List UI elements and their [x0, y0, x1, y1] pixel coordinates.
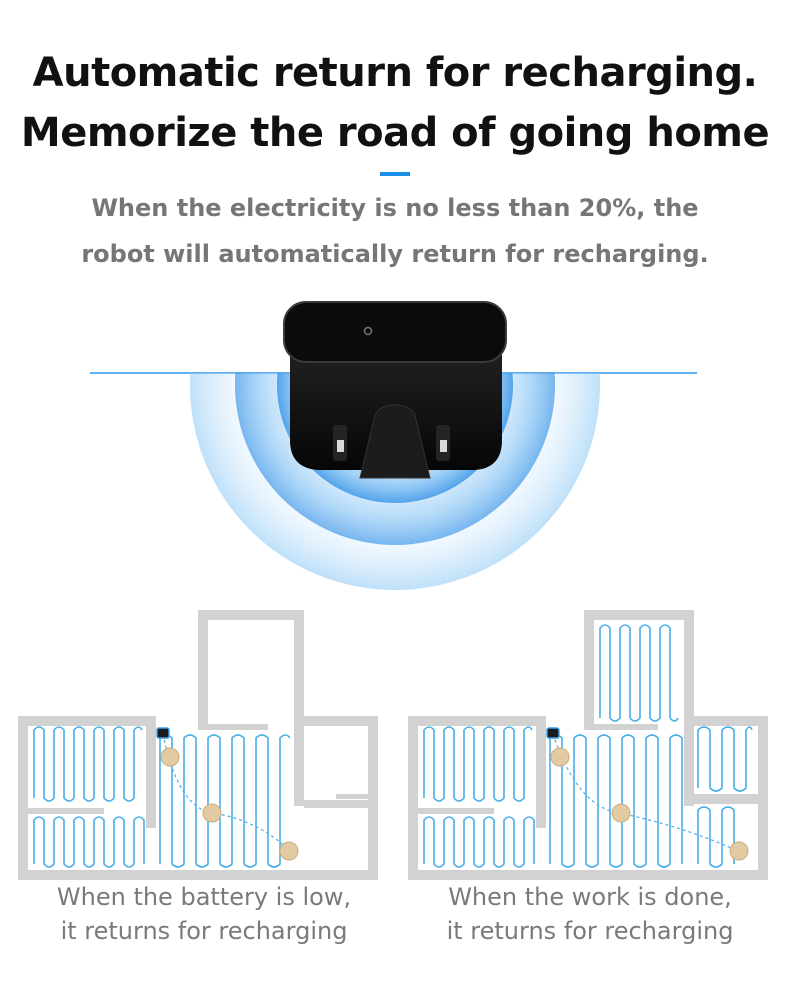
caption-battery-low: When the battery is low, it returns for …: [14, 880, 394, 948]
accent-divider: [380, 172, 410, 176]
headline-line-2: Memorize the road of going home: [20, 110, 770, 156]
headline-line-1: Automatic return for recharging.: [32, 50, 758, 96]
dock-body: [283, 301, 507, 479]
dock-marker: [156, 727, 170, 739]
charging-dock-illustration: [90, 301, 697, 590]
caption-line-2: it returns for recharging: [60, 917, 348, 945]
dock-marker: [546, 727, 560, 739]
robot-markers: [550, 747, 749, 861]
walls: [408, 610, 768, 880]
caption-line-1: When the battery is low,: [56, 883, 352, 911]
subtitle-line-2: robot will automatically return for rech…: [81, 240, 709, 268]
floor-plan-battery-low: [18, 610, 378, 880]
caption-line-1: When the work is done,: [448, 883, 732, 911]
floor-plan-work-done: [408, 610, 768, 880]
caption-line-2: it returns for recharging: [446, 917, 734, 945]
robot-markers: [160, 747, 299, 861]
walls: [18, 610, 378, 880]
cleaning-path: [33, 726, 291, 868]
caption-work-done: When the work is done, it returns for re…: [400, 880, 780, 948]
cleaning-path: [423, 624, 753, 868]
subtitle-line-1: When the electricity is no less than 20%…: [91, 194, 699, 222]
return-route: [162, 733, 291, 852]
